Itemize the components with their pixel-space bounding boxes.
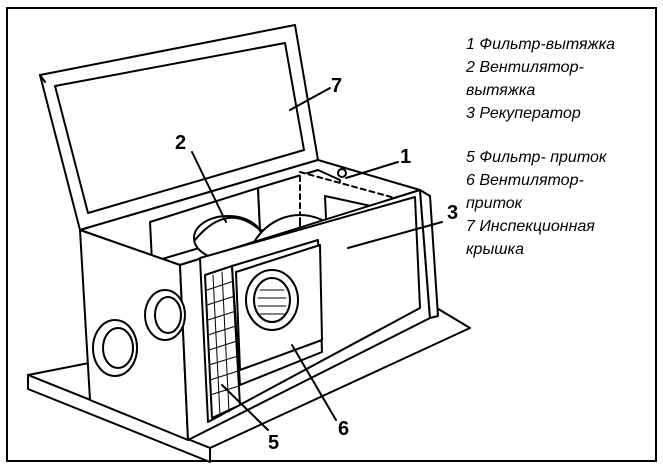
legend-item-2b: вытяжка bbox=[466, 82, 536, 99]
leader-1 bbox=[345, 161, 399, 179]
legend-item-5: 5 Фильтр- приток bbox=[466, 149, 607, 166]
legend-item-1: 1 Фильтр-вытяжка bbox=[466, 36, 616, 53]
legend-item-7a: 7 Инспекционная bbox=[466, 218, 595, 235]
legend: 1 Фильтр-вытяжка 2 Вентилятор- вытяжка 3… bbox=[466, 33, 656, 261]
legend-item-7b: крышка bbox=[466, 241, 524, 258]
leader-6 bbox=[291, 344, 337, 421]
callout-5: 5 bbox=[268, 432, 280, 454]
callout-2: 2 bbox=[175, 132, 187, 154]
legend-item-6b: приток bbox=[466, 195, 523, 212]
legend-item-6a: 6 Вентилятор- bbox=[466, 172, 584, 189]
leader-5 bbox=[221, 384, 269, 431]
legend-item-2a: 2 Вентилятор- bbox=[466, 59, 584, 76]
legend-item-3: 3 Рекуператор bbox=[466, 105, 581, 122]
filter-supply bbox=[204, 265, 241, 419]
callout-3: 3 bbox=[447, 202, 459, 224]
leader-2 bbox=[191, 151, 227, 223]
callout-6: 6 bbox=[338, 418, 350, 440]
callout-7: 7 bbox=[331, 75, 343, 97]
leader-7 bbox=[289, 87, 331, 111]
leader-3 bbox=[347, 221, 443, 249]
callout-1: 1 bbox=[400, 146, 412, 168]
